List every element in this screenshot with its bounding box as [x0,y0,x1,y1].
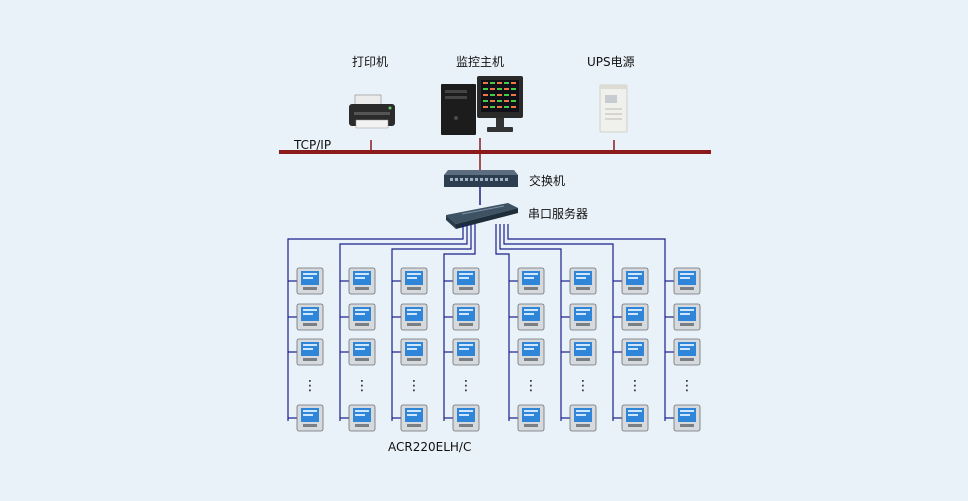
meter-icon [569,404,597,432]
ups-label: UPS电源 [587,55,635,69]
ellipsis-marker: ⋮ [524,378,538,394]
ups-icon [599,84,628,133]
monitoring-host-label: 监控主机 [456,55,505,69]
meter-icon [621,338,649,366]
switch-label: 交换机 [529,174,566,188]
rs485-bus-line [499,224,562,421]
switch-icon [444,170,518,187]
meter-icon [452,303,480,331]
meter-icon [673,404,701,432]
rs485-bus-line [287,224,464,421]
meter-icon [348,303,376,331]
ellipsis-marker: ⋮ [355,378,369,394]
meter-icon [621,267,649,295]
rs485-bus-line [507,224,666,421]
meter-icon [296,303,324,331]
serial-server-label: 串口服务器 [528,207,589,221]
meter-icon [673,303,701,331]
printer-icon [349,94,395,129]
meter-icon [400,404,428,432]
meter-icon [621,404,649,432]
meter-icon [569,303,597,331]
meter-icon [452,338,480,366]
rs485-wiring [287,224,674,421]
meter-icon [517,338,545,366]
ellipsis-marker: ⋮ [576,378,590,394]
meter-icon [517,404,545,432]
monitoring-host-icon [441,76,523,135]
ellipsis-marker: ⋮ [303,378,317,394]
meter-icon [621,303,649,331]
ellipsis-marker: ⋮ [459,378,473,394]
meter-icon [296,404,324,432]
meter-icon [569,267,597,295]
rs485-bus-line [495,224,510,421]
meter-icon [452,404,480,432]
meter-icon [296,338,324,366]
ellipsis-marker: ⋮ [680,378,694,394]
meter-icon [673,267,701,295]
rs485-bus-line [443,224,476,421]
meter-icon [348,267,376,295]
meter-model-label: ACR220ELH/C [388,440,472,454]
ellipsis-marker: ⋮ [628,378,642,394]
meter-icon [517,267,545,295]
serial-server-icon [446,203,518,229]
meter-icon [673,338,701,366]
rs485-bus-line [339,224,468,421]
meter-icon [517,303,545,331]
rs485-bus-line [503,224,614,421]
meter-array: ⋮ ⋮ ⋮ ⋮ ⋮ ⋮ ⋮ ⋮ [296,267,701,432]
meter-icon [400,338,428,366]
meter-icon [348,404,376,432]
rs485-bus-line [391,224,472,421]
meter-icon [400,267,428,295]
printer-label: 打印机 [352,55,389,69]
meter-icon [569,338,597,366]
meter-icon [348,338,376,366]
meter-icon [452,267,480,295]
meter-icon [296,267,324,295]
meter-icon [400,303,428,331]
ellipsis-marker: ⋮ [407,378,421,394]
tcpip-label: TCP/IP [294,138,332,152]
